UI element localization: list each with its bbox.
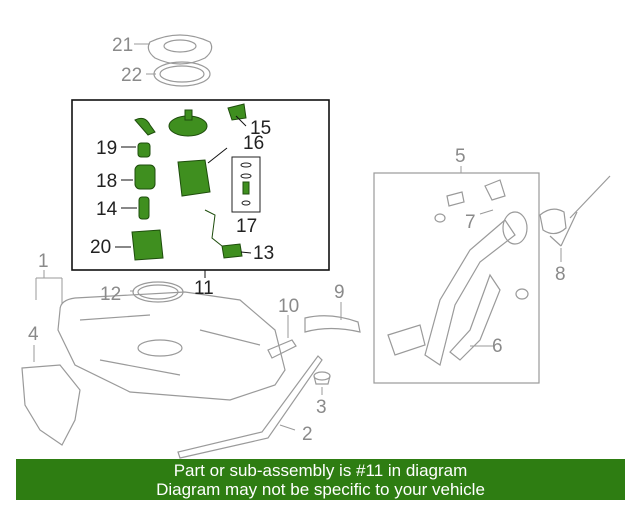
part-14 [138,196,150,220]
callout-6: 6 [492,336,503,357]
part-19-hose [134,117,156,136]
filler-box-5 [373,172,540,384]
callout-18: 18 [96,171,117,192]
part-17-oring [240,162,252,168]
part-12-ring [132,281,184,303]
part-18 [134,164,156,190]
callout-9: 9 [334,282,345,303]
part-21-gasket [147,34,213,65]
part-17-valve [242,181,250,195]
callout-19: 19 [96,138,117,159]
callout-7: 7 [465,212,476,233]
strap-2 [177,355,323,459]
part-20-filter [131,229,164,261]
part-16-pump [177,159,211,197]
module-parts [131,103,261,261]
callout-22: 22 [121,65,142,86]
callout-3: 3 [316,397,327,418]
module-top [184,109,193,121]
filler-neck-6 [387,179,529,366]
part-22-ring [153,61,211,87]
sender-arm [204,209,223,247]
callout-16: 16 [243,133,264,154]
callout-4: 4 [28,324,39,345]
banner-line-2: Diagram may not be specific to your vehi… [156,480,485,499]
callout-15: 15 [250,118,271,139]
fuel-door-8 [539,175,611,247]
callout-10: 10 [278,296,299,317]
callout-5: 5 [455,146,466,167]
callout-1: 1 [38,251,49,272]
callout-11: 11 [194,278,214,299]
faded-leaders [33,209,562,431]
callout-12: 12 [100,284,121,305]
module-box-11 [71,99,330,271]
part-17-oring [241,200,251,206]
fuel-tank [57,291,286,401]
callout-13: 13 [253,243,274,264]
callout-17: 17 [236,216,257,237]
heat-shield-4 [21,364,81,446]
part-13-sender [221,243,243,259]
callout-2: 2 [302,424,313,445]
part-15 [227,103,247,121]
module-leaders [115,115,252,254]
callout-21: 21 [112,35,133,56]
part-19 [137,142,151,158]
subassembly-banner: Part or sub-assembly is #11 in diagram D… [16,459,625,500]
part-17-oring [240,173,252,179]
callout-14: 14 [96,199,118,220]
part-9-hose [304,315,361,333]
part-3-cap [313,371,331,385]
callout-20: 20 [90,237,111,258]
banner-line-1: Part or sub-assembly is #11 in diagram [173,461,468,480]
part-10 [267,339,297,359]
callout-8: 8 [555,264,566,285]
